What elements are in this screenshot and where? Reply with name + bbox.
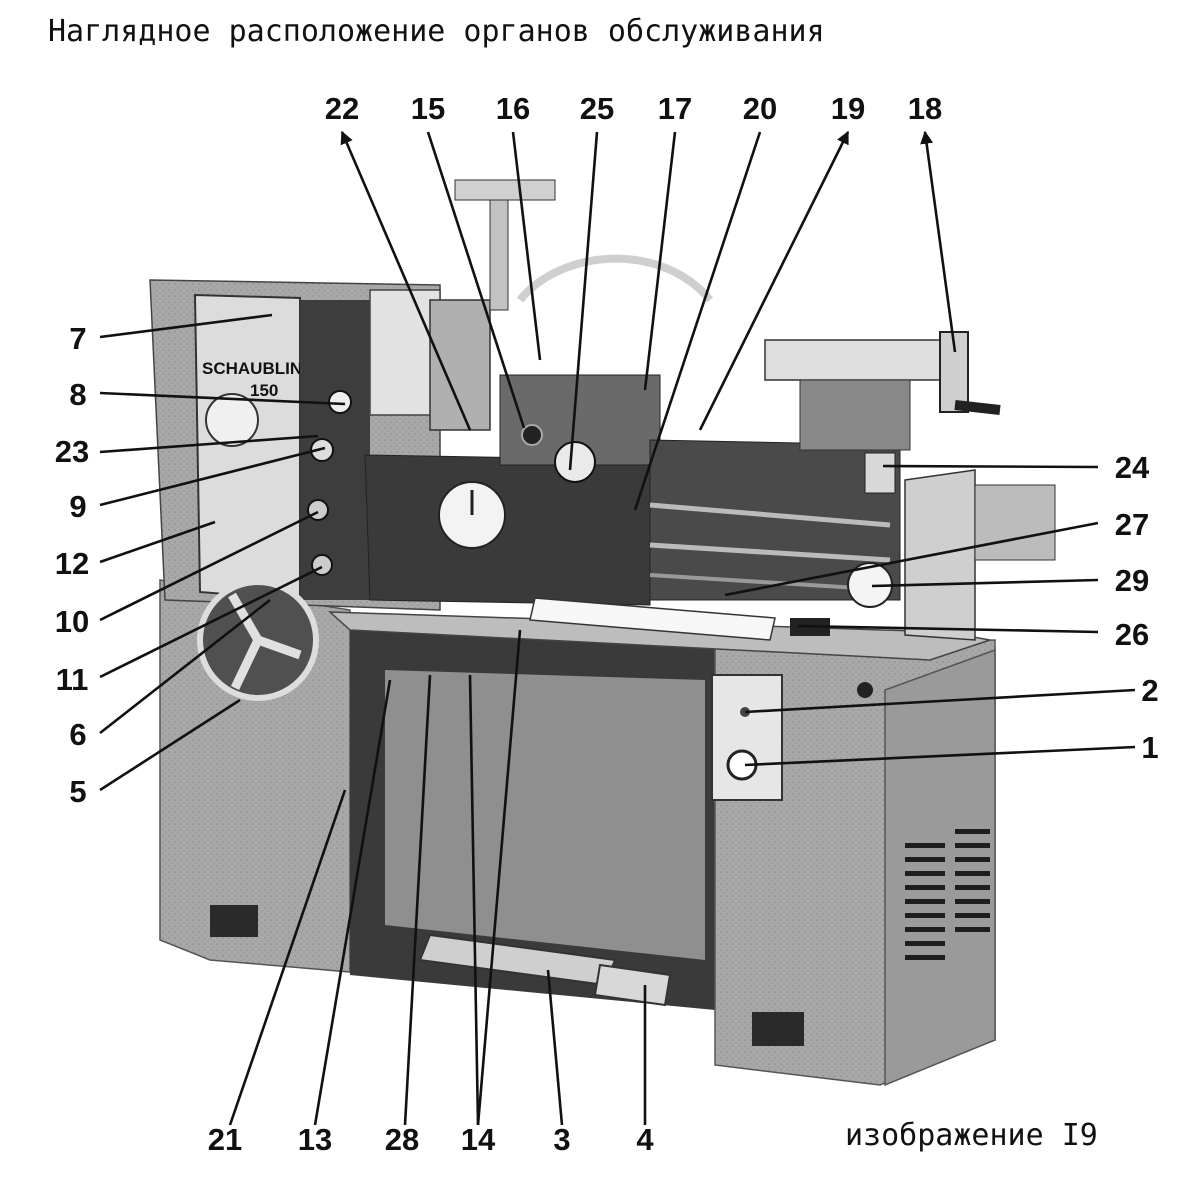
- callout-20: 20: [743, 91, 777, 126]
- brand-plate: SCHAUBLIN: [202, 359, 302, 378]
- callout-14: 14: [461, 1122, 496, 1157]
- milling-head: [429, 299, 491, 431]
- page-title: Наглядное расположение органов обслужива…: [48, 14, 825, 49]
- handwheel-spoke-3: [230, 638, 263, 690]
- side-vents-2: [955, 820, 990, 940]
- tailstock-quill: [764, 339, 956, 381]
- left-pedestal-foot-vent: [210, 905, 258, 937]
- lead-screw: [649, 502, 891, 528]
- knob-10[interactable]: [307, 499, 329, 521]
- callout-11: 11: [56, 662, 89, 697]
- callout-2: 2: [1141, 673, 1158, 708]
- callout-8: 8: [69, 377, 86, 412]
- callout-15: 15: [411, 91, 445, 126]
- callout-9: 9: [69, 489, 86, 524]
- handwheel-spoke-1: [228, 592, 262, 643]
- callout-10: 10: [55, 604, 89, 639]
- cross-slide: [499, 374, 661, 466]
- callout-4: 4: [636, 1122, 654, 1157]
- cross-slide-handwheel[interactable]: [554, 441, 596, 483]
- callout-16: 16: [496, 91, 530, 126]
- carriage-apron: [364, 454, 651, 606]
- bed-top: [327, 611, 991, 661]
- foot-pedal-brake: [593, 963, 672, 1007]
- end-housing: [904, 469, 976, 641]
- callout-12: 12: [55, 546, 89, 581]
- tool-stand-top: [454, 179, 556, 201]
- callout-24: 24: [1115, 450, 1150, 485]
- callout-27: 27: [1115, 507, 1149, 542]
- tailstock-lever[interactable]: [954, 400, 1001, 415]
- tailstock-body: [799, 379, 911, 451]
- callout-1: 1: [1141, 730, 1158, 765]
- chip-guard: [529, 597, 776, 641]
- callout-29: 29: [1115, 563, 1149, 598]
- callout-25: 25: [580, 91, 614, 126]
- tool-stand-post: [489, 199, 509, 311]
- callout-18: 18: [908, 91, 942, 126]
- headstock-panel: [193, 293, 301, 602]
- callout-13: 13: [298, 1122, 332, 1157]
- callout-19: 19: [831, 91, 865, 126]
- callout-7: 7: [69, 321, 86, 356]
- clamp-lever-24[interactable]: [864, 452, 896, 494]
- side-vents-1: [905, 840, 945, 960]
- motor-unit: [974, 484, 1056, 561]
- handwheel-spoke-2: [256, 635, 302, 660]
- cabinet-knob: [857, 682, 873, 698]
- callout-5: 5: [69, 774, 86, 809]
- chip-tray-inner: [385, 670, 705, 960]
- callout-28: 28: [385, 1122, 419, 1157]
- callout-21: 21: [208, 1122, 242, 1157]
- feed-rod: [649, 542, 891, 563]
- callout-3: 3: [553, 1122, 570, 1157]
- right-pedestal-foot-vent: [752, 1012, 804, 1046]
- callout-6: 6: [69, 717, 86, 752]
- knob-11[interactable]: [311, 554, 333, 576]
- lathe-body: SCHAUBLIN 150: [149, 179, 1056, 1087]
- callout-26: 26: [1115, 617, 1149, 652]
- top-slide-knob[interactable]: [521, 424, 543, 446]
- callout-17: 17: [658, 91, 692, 126]
- callout-22: 22: [325, 91, 359, 126]
- coolant-hose: [516, 254, 714, 303]
- callout-leaders: [99, 130, 1136, 1126]
- switch-panel: [711, 674, 783, 801]
- spindle-housing: [369, 289, 441, 416]
- speed-dial: [205, 393, 259, 447]
- model-plate: 150: [250, 381, 278, 400]
- callout-23: 23: [55, 434, 89, 469]
- figure-caption: изображение I9: [845, 1118, 1098, 1153]
- knob-8[interactable]: [328, 390, 352, 414]
